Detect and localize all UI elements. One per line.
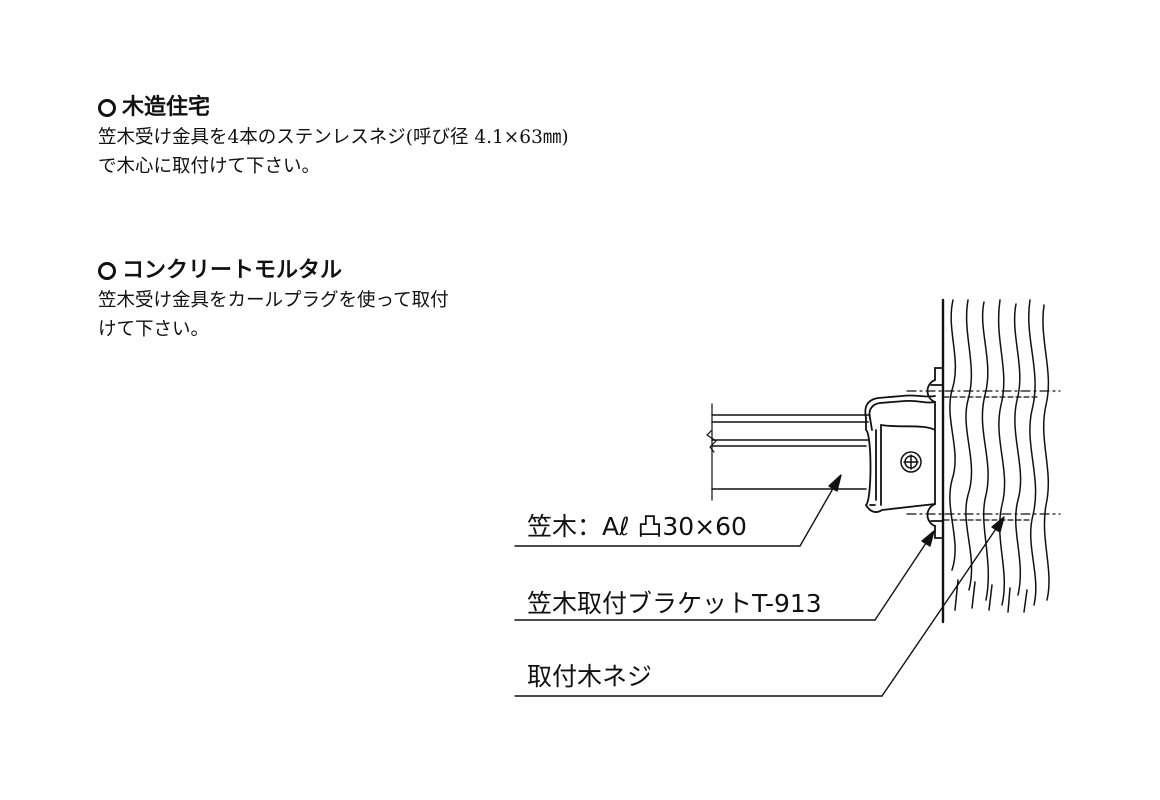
screw-shafts	[943, 396, 1041, 521]
bracket-callout-label: 笠木取付ブラケットT-913	[527, 589, 822, 618]
wood-house-heading-text: 木造住宅	[122, 95, 211, 120]
concrete-mortar-text-line-1: 笠木受け金具をカールプラグを使って取付	[98, 290, 449, 311]
leader-lines	[514, 474, 1005, 697]
bracket-plate	[926, 367, 944, 539]
bracket-arm	[864, 394, 936, 513]
concrete-mortar-heading: コンクリートモルタル	[98, 256, 449, 286]
concrete-mortar-heading-text: コンクリートモルタル	[122, 258, 343, 283]
leader-bracket-arrow-icon	[921, 530, 935, 547]
circle-bullet-icon	[98, 262, 116, 280]
circle-bullet-icon	[98, 99, 116, 117]
screw-center-lines	[906, 390, 1061, 515]
concrete-mortar-text-line-2: けて下さい。	[98, 319, 210, 340]
leader-handrail	[799, 477, 840, 547]
handrail-callout-label: 笠木：Aℓ 凸30×60	[527, 512, 747, 541]
leader-handrail-arrow-icon	[828, 474, 842, 492]
wood-grain	[949, 299, 1050, 613]
leader-bracket	[874, 533, 933, 621]
wood-house-text-line-2: で木心に取付けて下さい。	[98, 156, 321, 177]
concrete-mortar-section: コンクリートモルタル 笠木受け金具をカールプラグを使って取付 けて下さい。	[98, 256, 449, 344]
wood-house-section: 木造住宅 笠木受け金具を4本のステンレスネジ(呼び径 4.1×63㎜) で木心に…	[98, 93, 569, 181]
wood-house-text-line-1: 笠木受け金具を4本のステンレスネジ(呼び径 4.1×63㎜)	[98, 127, 569, 148]
handrail-profile	[706, 403, 871, 501]
bracket-screw-icon	[900, 451, 922, 473]
leader-screw-arrow-icon	[991, 516, 1005, 533]
wood-screw-callout-label: 取付木ネジ	[527, 662, 653, 691]
wood-house-heading: 木造住宅	[98, 93, 569, 123]
leader-screw	[881, 519, 1003, 697]
